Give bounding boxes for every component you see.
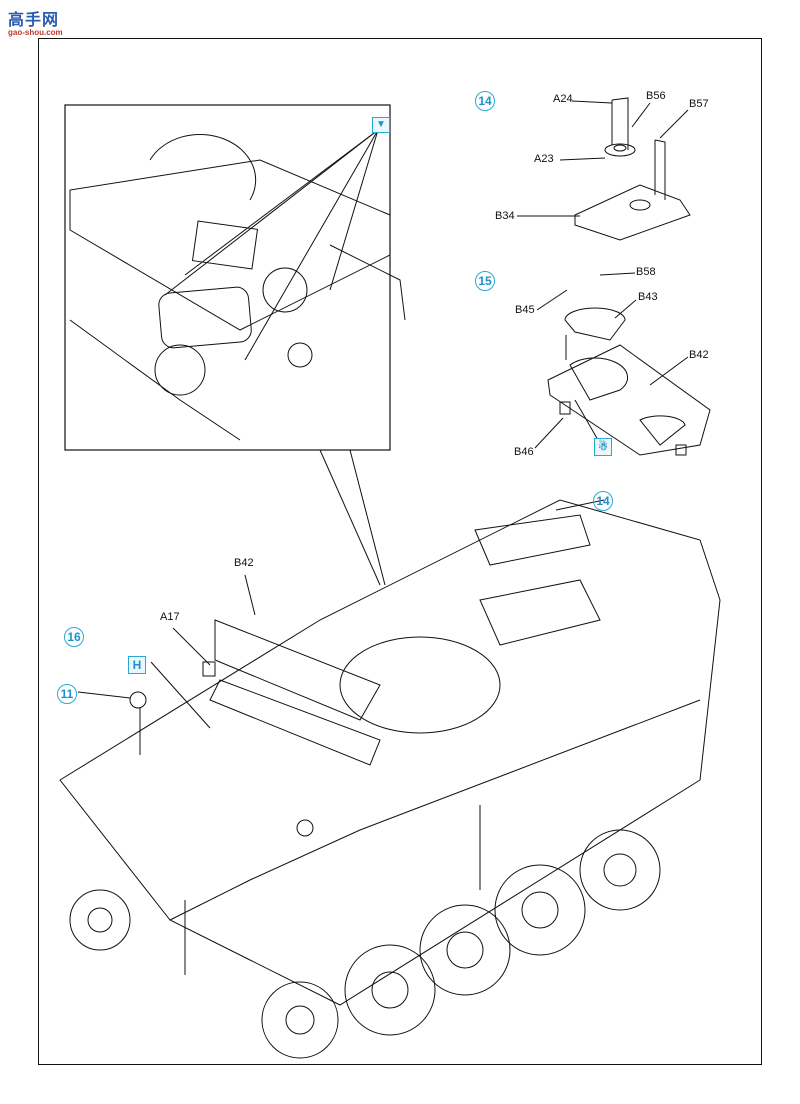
glue-icon: ☃: [594, 438, 612, 456]
part-label-a17: A17: [160, 611, 180, 623]
instruction-page-frame: [38, 38, 762, 1065]
part-label-b42-step15: B42: [689, 349, 709, 361]
part-label-b45: B45: [515, 304, 535, 316]
step14-drawing: [517, 97, 691, 241]
part-label-a24: A24: [553, 93, 573, 105]
watermark-text: 高手网: [8, 12, 60, 29]
part-label-b58: B58: [636, 266, 656, 278]
part-label-a23: A23: [534, 153, 554, 165]
step-number-14: 14: [475, 91, 495, 111]
watermark-logo: 高手网 gao-shou.com: [8, 6, 72, 40]
step-number-15: 15: [475, 271, 495, 291]
part-label-b46: B46: [514, 446, 534, 458]
photo-etch-icon: ▼: [372, 117, 390, 133]
step15-drawing: [534, 272, 711, 456]
detail-inset-frame: [64, 104, 391, 451]
subassembly-ref-11: 11: [57, 684, 77, 704]
watermark-url: gao-shou.com: [8, 28, 63, 37]
step-number-16: 16: [64, 627, 84, 647]
step16-hull-drawing: [59, 499, 721, 1059]
inset-leader-line: [319, 449, 381, 586]
inset-hull-detail: [69, 129, 406, 441]
inset-leader-line: [349, 449, 386, 586]
part-label-b43: B43: [638, 291, 658, 303]
part-label-b57: B57: [689, 98, 709, 110]
part-label-b34: B34: [495, 210, 515, 222]
paint-code-h: H: [128, 656, 146, 674]
subassembly-ref-14: 14: [593, 491, 613, 511]
part-label-b56: B56: [646, 90, 666, 102]
part-label-b42-step16: B42: [234, 557, 254, 569]
